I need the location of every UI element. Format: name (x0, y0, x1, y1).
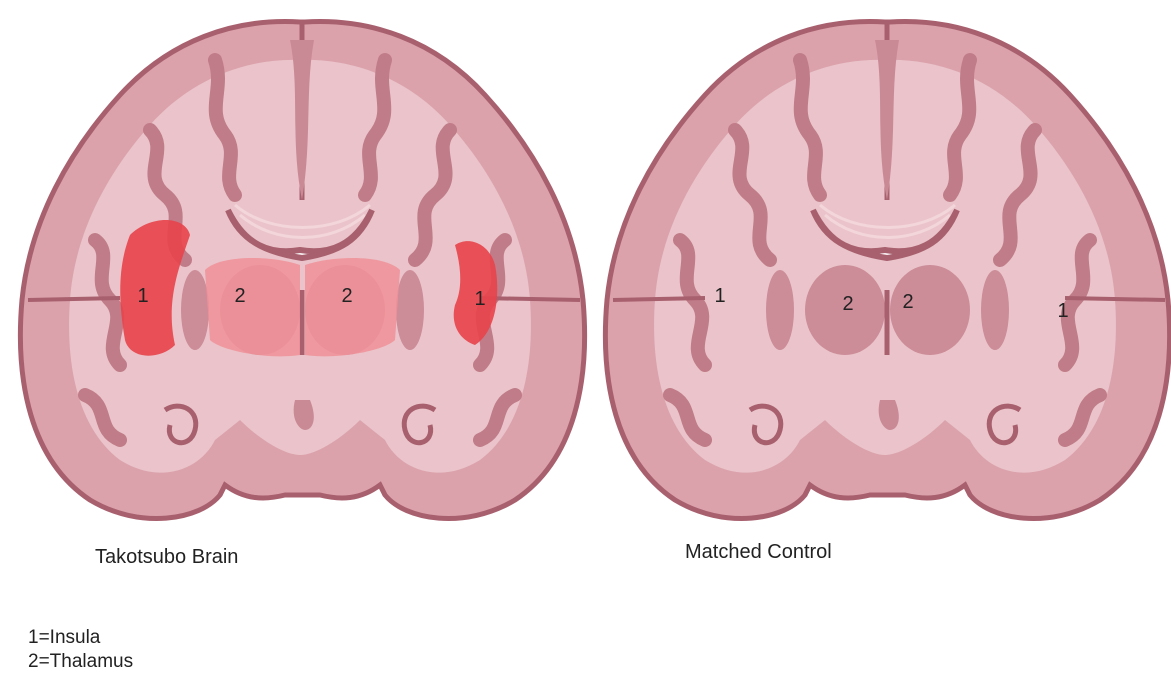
legend: 1=Insula 2=Thalamus (28, 626, 133, 674)
takotsubo-caption: Takotsubo Brain (95, 546, 238, 569)
insula-label-right: 1 (1057, 300, 1068, 322)
thalamus-label-right: 2 (341, 285, 352, 307)
takotsubo-brain-diagram: 1 2 2 1 (0, 0, 600, 530)
thalamus-label-right: 2 (902, 291, 913, 313)
insula-label-right: 1 (474, 288, 485, 310)
insula-label-left: 1 (137, 285, 148, 307)
legend-item-thalamus: 2=Thalamus (28, 650, 133, 674)
legend-item-insula: 1=Insula (28, 626, 133, 650)
thalamus-label-left: 2 (234, 285, 245, 307)
insula-label-left: 1 (714, 285, 725, 307)
thalamus-label-left: 2 (842, 293, 853, 315)
matched-control-brain-diagram: 1 2 2 1 (585, 0, 1171, 530)
control-caption: Matched Control (685, 541, 832, 564)
thalamus-highlight-left (205, 258, 300, 356)
thalamus-highlight-right (305, 258, 400, 356)
